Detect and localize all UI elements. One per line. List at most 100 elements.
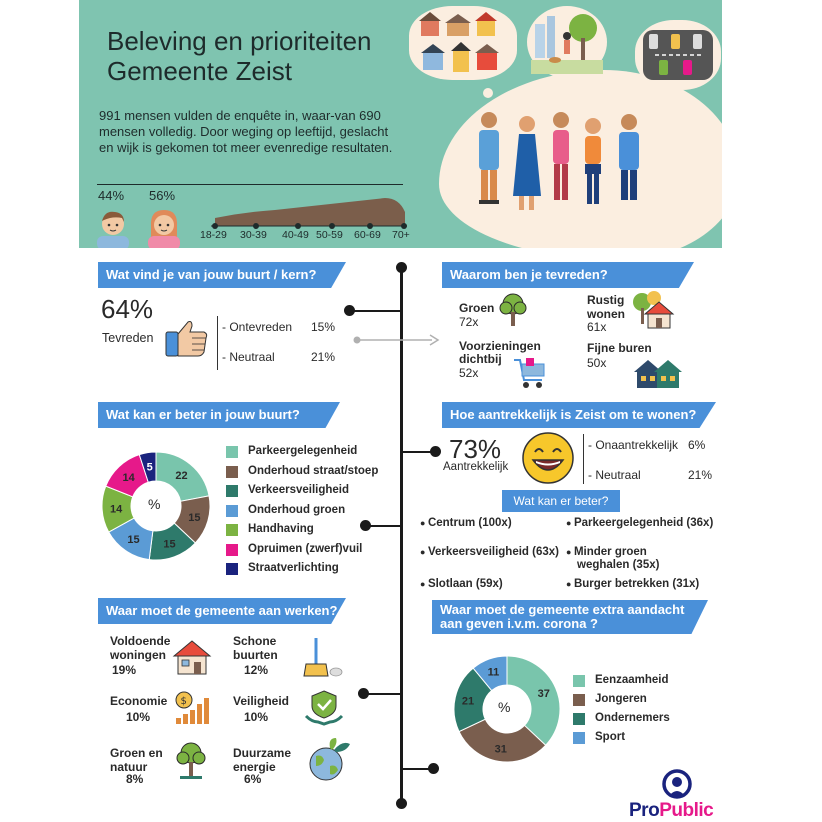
timeline-dot: [428, 763, 439, 774]
tevreden-item-count: 52x: [459, 366, 479, 380]
timeline-connector: [364, 693, 402, 695]
legend-swatch: [573, 694, 585, 706]
donut-value-label: 31: [495, 744, 507, 756]
aantrekkelijk-row-label: - Neutraal: [588, 468, 641, 482]
buurt-row-value: 21%: [311, 350, 336, 364]
banner-aantrekkelijk: Hoe aantrekkelijk is Zeist om te wonen?: [442, 402, 716, 428]
beter-bullet: Slotlaan (59x): [420, 578, 503, 590]
legend-swatch: [573, 713, 585, 725]
legend-swatch: [573, 675, 585, 687]
legend-swatch: [573, 732, 585, 744]
separator: [217, 316, 218, 370]
gemeente-item-pct: 10%: [244, 710, 269, 724]
legend-label: Opruimen (zwerf)vuil: [248, 542, 363, 555]
economy-chart-icon: $: [175, 691, 209, 724]
neighbours-houses-icon: [634, 360, 682, 388]
aantrekkelijk-label: Aantrekkelijk: [443, 461, 509, 473]
age-label: 18-29: [200, 229, 227, 241]
gemeente-item-label: Economie: [110, 694, 168, 708]
timeline-dot: [396, 798, 407, 809]
beter-bullet: Burger betrekken (31x): [566, 578, 699, 590]
age-label: 60-69: [354, 229, 381, 241]
legend-label: Onderhoud straat/stoep: [248, 464, 379, 477]
houses-icon: [419, 12, 499, 72]
timeline-connector: [350, 310, 402, 312]
gemeente-item-pct: 19%: [112, 663, 137, 677]
timeline-dot: [344, 305, 355, 316]
timeline-dot: [396, 262, 407, 273]
legend-swatch: [226, 465, 238, 478]
male-pct: 44%: [98, 188, 125, 203]
beter-bullet: Verkeersveiligheid (63x): [420, 546, 559, 558]
buurt-tevreden-label: Tevreden: [102, 331, 154, 345]
legend-label: Straatverlichting: [248, 562, 339, 574]
timeline-dot: [360, 520, 371, 531]
donut-value-label: 21: [462, 695, 474, 707]
gemeente-item-pct: 6%: [244, 772, 262, 786]
tevreden-item-label: Voorzieningen dichtbij: [459, 339, 541, 366]
legend-label: Ondernemers: [595, 712, 670, 724]
thumbs-up-icon: [165, 321, 208, 357]
legend-label: Sport: [595, 731, 626, 743]
timeline-connector: [366, 525, 402, 527]
donut-slice-jongeren: [458, 718, 547, 763]
gemeente-item-label: Voldoende woningen: [110, 634, 171, 662]
tree-icon: [499, 293, 527, 326]
donut-center-label: %: [498, 699, 511, 715]
house-with-trees-icon: [633, 291, 675, 329]
donut-value-label: 14: [122, 472, 135, 484]
timeline-connector: [402, 768, 430, 770]
smiley-icon: [522, 432, 574, 484]
timeline-dot: [358, 688, 369, 699]
legend-label: Parkeergelegenheid: [248, 445, 358, 457]
people-group-icon: [479, 112, 639, 210]
gemeente-item-label: Veiligheid: [233, 694, 290, 708]
bubble-dot: [564, 84, 572, 92]
legend-swatch: [226, 446, 238, 458]
legend-label: Verkeersveiligheid: [248, 484, 350, 496]
banner-buurt: Wat vind je van jouw buurt / kern?: [98, 262, 346, 288]
timeline-dot: [430, 446, 441, 457]
beter-bullet: Centrum (100x): [420, 517, 512, 529]
banner-corona: Waar moet de gemeente extra aandacht aan…: [432, 600, 708, 634]
globe-energy-icon: [309, 738, 350, 781]
buurt-row-value: 15%: [311, 320, 336, 334]
age-label: 70+: [392, 229, 410, 241]
sub-banner-beter: Wat kan er beter?: [502, 490, 620, 512]
legend-swatch: [226, 563, 238, 575]
park-walk-icon: [531, 14, 603, 74]
age-label: 30-39: [240, 229, 267, 241]
gemeente-item-label: Groen en natuur: [110, 746, 163, 774]
age-distribution-chart: [211, 198, 407, 229]
aantrekkelijk-row-value: 21%: [688, 468, 713, 482]
beter-bullet: Minder groen: [566, 546, 647, 558]
donut-value-label: 37: [538, 688, 550, 700]
header-divider: [97, 184, 403, 185]
bubble-dot: [653, 98, 661, 106]
buurt-tevreden-pct: 64%: [101, 294, 154, 324]
intro-text: 991 mensen vulden de enquête in, waar-va…: [99, 108, 393, 155]
donut-value-label: 15: [127, 534, 139, 546]
propublic-logo-text: ProPublic: [629, 800, 714, 821]
tevreden-item-label: Groen: [459, 301, 495, 315]
donut-value-label: 14: [110, 504, 123, 516]
header-panel: Beleving en prioriteiten Gemeente Zeist …: [79, 0, 722, 248]
donut-value-label: 15: [163, 539, 175, 551]
gemeente-item-pct: 12%: [244, 663, 269, 677]
timeline-line: [400, 267, 403, 803]
banner-beter-buurt: Wat kan er beter in jouw buurt?: [98, 402, 340, 428]
donut-value-label: 5: [147, 461, 153, 473]
donut-slice-eenzaamheid: [506, 655, 561, 746]
age-label: 50-59: [316, 229, 343, 241]
safety-shield-icon: [304, 690, 344, 726]
banner-gemeente: Waar moet de gemeente aan werken?: [98, 598, 346, 624]
legend-label: Onderhoud groen: [248, 503, 346, 516]
donut-value-label: 22: [175, 470, 187, 482]
timeline-connector: [402, 451, 432, 453]
propublic-logo-icon: [662, 769, 692, 799]
banner-tevreden: Waarom ben je tevreden?: [442, 262, 694, 288]
donut-slice-straatverlichting: [138, 451, 157, 483]
buurt-row-label: - Neutraal: [222, 350, 275, 364]
